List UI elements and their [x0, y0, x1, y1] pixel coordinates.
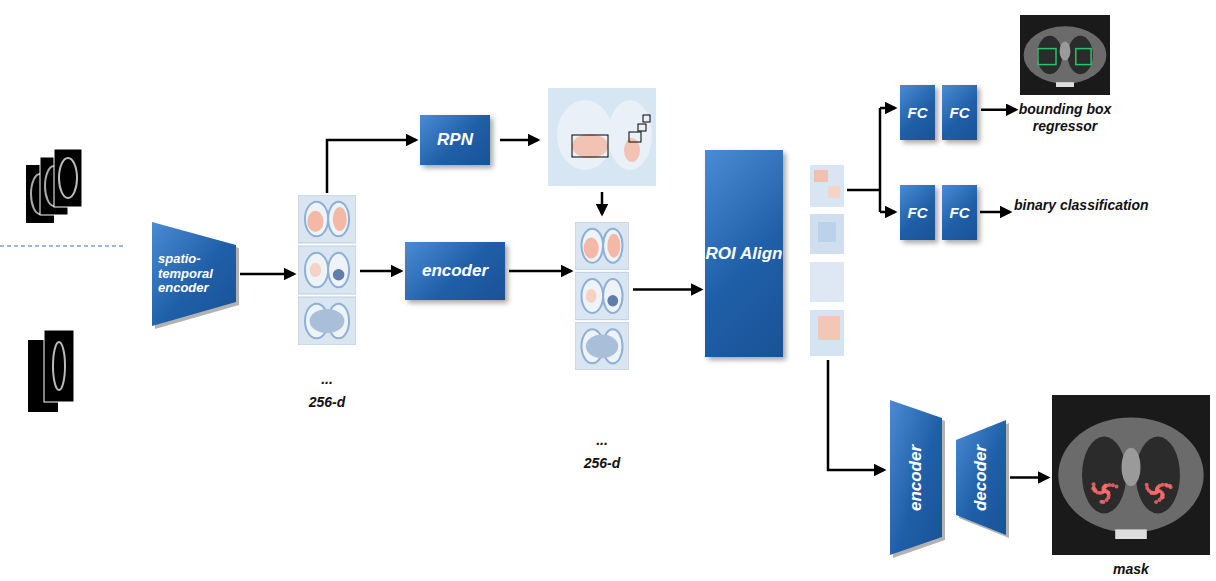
decoder-trapezoid: decoder: [956, 420, 1006, 535]
arrow-connector: [981, 109, 1016, 112]
output-label: bounding box regressor: [1005, 101, 1125, 135]
box-label: encoder: [906, 444, 926, 510]
ct-scan: [1052, 395, 1210, 555]
fc-box: FC: [942, 185, 977, 240]
ct-scan: [1020, 15, 1110, 95]
ct-image: mask: [1052, 395, 1210, 578]
arrow-connector: [1010, 476, 1048, 479]
arrow-connector: [240, 273, 294, 276]
rpn-heatmap: [548, 88, 656, 186]
dimension-label: 256-d: [298, 394, 356, 411]
dimension-label: 256-d: [575, 455, 629, 472]
arrow-connector: [327, 140, 416, 193]
roi-crops: [810, 165, 844, 356]
ct-image: bounding box regressor: [1020, 15, 1110, 135]
process-box: encoder: [405, 242, 505, 300]
ellipsis: ...: [298, 371, 356, 388]
box-label: FC: [950, 204, 970, 221]
box-label: FC: [950, 104, 970, 121]
fc-box: FC: [900, 85, 935, 140]
box-label: spatio- temporal encoder: [152, 252, 232, 297]
feature-map: [298, 195, 356, 345]
arrow-connector: [509, 270, 571, 273]
encoder-trapezoid: spatio- temporal encoder: [152, 222, 236, 326]
output-label: binary classification: [1014, 197, 1164, 214]
process-box: ROI Align: [705, 150, 783, 357]
output-label: mask: [1052, 561, 1210, 578]
fc-box: FC: [942, 85, 977, 140]
box-label: FC: [908, 104, 928, 121]
arrow: [500, 139, 538, 142]
box-label: decoder: [971, 444, 991, 510]
ellipsis: ...: [575, 432, 629, 449]
feature-stack: ... 256-d: [575, 222, 629, 472]
arrow-connector: [633, 288, 701, 291]
box-label: encoder: [422, 261, 488, 281]
box-label: FC: [908, 204, 928, 221]
feature-map: [575, 222, 629, 370]
process-box: RPN: [420, 115, 490, 165]
feature-stack: ... 256-d: [298, 195, 356, 411]
arrow: [601, 192, 604, 214]
box-label: RPN: [437, 130, 473, 150]
fc-box: FC: [900, 185, 935, 240]
arrow-connector: [360, 270, 401, 273]
encoder-trapezoid: encoder: [890, 400, 942, 555]
box-label: ROI Align: [706, 244, 783, 264]
ct-slices: [0, 149, 125, 412]
